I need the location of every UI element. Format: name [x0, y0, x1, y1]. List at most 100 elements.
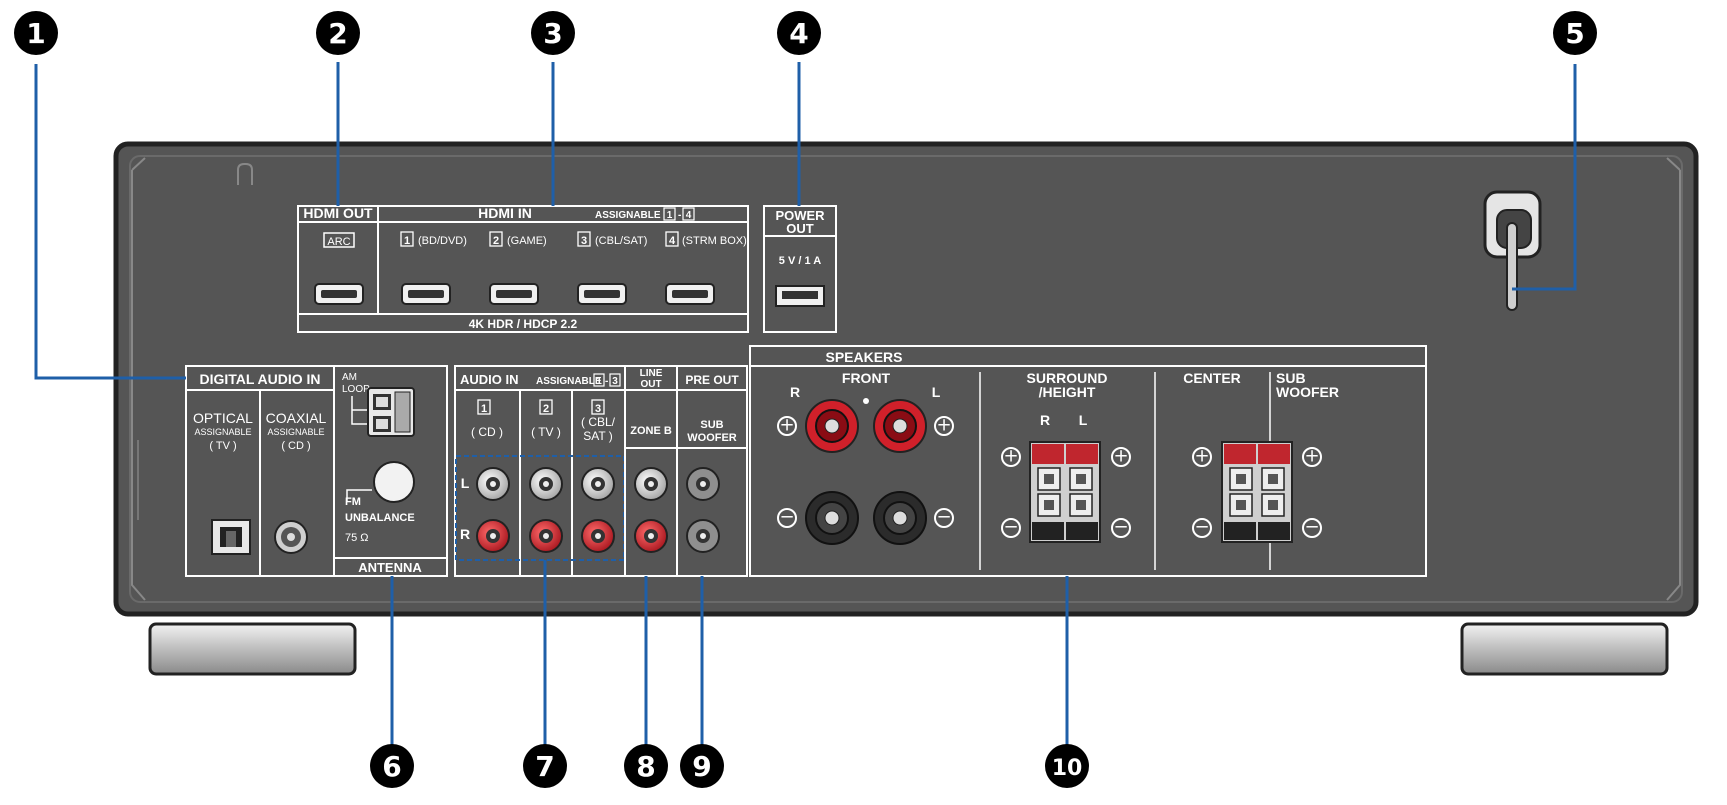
coaxial-source: ( CD ) — [281, 440, 310, 452]
audio-in-2-l-jack[interactable] — [529, 467, 563, 501]
fm-ohm-label: 75 Ω — [345, 532, 369, 544]
zone-b-l-jack[interactable] — [634, 467, 668, 501]
audio-in-1-r-jack[interactable] — [476, 519, 510, 553]
audio-in-3-source: ( CBL/ — [581, 415, 616, 429]
surround-plus-left-symbol: + — [1001, 446, 1021, 467]
pre-out-sub-line2: WOOFER — [687, 432, 737, 444]
hdmi-in-1-name: (BD/DVD) — [418, 235, 467, 247]
plus-sign: + — [1304, 446, 1319, 467]
pre-out-section: PRE OUT SUB WOOFER — [676, 365, 748, 577]
center-sub-terminal-block[interactable] — [1221, 441, 1293, 543]
callout-4-number: 4 — [789, 17, 808, 50]
audio-in-2-source: ( TV ) — [531, 425, 561, 439]
audio-in-2-r-jack[interactable] — [529, 519, 563, 553]
zone-b-r-jack[interactable] — [634, 519, 668, 553]
audio-in-1-l-jack[interactable] — [476, 467, 510, 501]
callout-4: 4 — [777, 11, 821, 55]
power-cord — [1483, 190, 1542, 311]
surround-terminal-block[interactable] — [1029, 441, 1101, 543]
hdmi-range-start: 1 — [667, 210, 673, 221]
fm-unbalance-label: UNBALANCE — [345, 512, 415, 524]
hdmi-in-port-1[interactable]: 1 (BD/DVD) — [400, 231, 467, 305]
callout-2-number: 2 — [328, 17, 347, 50]
coaxial-port[interactable] — [274, 520, 308, 554]
hdmi-out-port[interactable] — [314, 283, 364, 305]
callout-lines — [34, 62, 1577, 748]
plus-sign: + — [1194, 446, 1209, 467]
am-loop-terminal[interactable] — [367, 387, 415, 437]
pre-out-box — [676, 365, 748, 577]
minus-sign: − — [1194, 517, 1209, 538]
surround-r-label: R — [1040, 412, 1050, 428]
center-plus-symbol: + — [1192, 446, 1212, 467]
callout-6-number: 6 — [382, 750, 401, 783]
callout-8: 8 — [624, 744, 668, 788]
front-l-minus-terminal[interactable] — [873, 491, 927, 545]
subwoofer-out-jack-2[interactable] — [686, 519, 720, 553]
callout-3-number: 3 — [543, 17, 562, 50]
surround-minus-left-symbol: − — [1001, 517, 1021, 538]
callout-3: 3 — [531, 11, 575, 55]
surround-plus-right-symbol: + — [1111, 446, 1131, 467]
usb-power-port[interactable] — [775, 285, 825, 307]
hdmi-in-title: HDMI IN — [478, 205, 532, 221]
audio-in-r-label: R — [460, 526, 470, 542]
optical-port[interactable] — [211, 519, 251, 555]
callout-6: 6 — [370, 744, 414, 788]
coaxial-label: COAXIAL — [266, 410, 327, 426]
front-plus-r-symbol: + — [777, 415, 797, 436]
right-foot — [1460, 622, 1669, 676]
audio-in-assignable: ASSIGNABLE — [536, 376, 602, 387]
callout-line-5 — [1512, 64, 1577, 291]
callout-9: 9 — [680, 744, 724, 788]
minus-sign: − — [779, 507, 794, 528]
audio-in-2-number: 2 — [543, 403, 549, 415]
hdmi-in-3-number: 3 — [581, 235, 587, 247]
callout-10: 10 — [1045, 744, 1089, 788]
power-out-section: POWER OUT 5 V / 1 A — [763, 205, 837, 333]
callout-8-number: 8 — [636, 750, 655, 783]
audio-in-range-end: 3 — [612, 376, 618, 387]
speaker-woofer-label: WOOFER — [1276, 384, 1339, 400]
optical-assignable: ASSIGNABLE — [194, 427, 251, 437]
line-out-section: LINE OUT ZONE B — [624, 365, 678, 577]
zone-b-label: ZONE B — [630, 425, 672, 437]
digital-audio-title: DIGITAL AUDIO IN — [199, 371, 320, 387]
hdmi-out-title: HDMI OUT — [303, 205, 373, 221]
hdmi-in-4-name: (STRM BOX) — [682, 235, 747, 247]
line-out-line1: LINE — [640, 368, 663, 379]
hdmi-in-2-name: (GAME) — [507, 235, 547, 247]
audio-in-3-l-jack[interactable] — [581, 467, 615, 501]
front-l-plus-terminal[interactable] — [873, 399, 927, 453]
front-minus-l-symbol: − — [934, 507, 954, 528]
audio-in-title: AUDIO IN — [460, 372, 519, 387]
power-out-rating: 5 V / 1 A — [779, 255, 821, 267]
front-r-minus-terminal[interactable] — [805, 491, 859, 545]
antenna-title: ANTENNA — [358, 560, 422, 575]
callout-2: 2 — [316, 11, 360, 55]
plus-sign: + — [1003, 446, 1018, 467]
hdmi-in-port-2[interactable]: 2 (GAME) — [489, 231, 547, 305]
front-r-plus-terminal[interactable] — [805, 399, 859, 453]
hdmi-range-end: 4 — [686, 210, 692, 221]
callout-10-number: 10 — [1052, 756, 1083, 781]
speakers-box — [749, 345, 1427, 577]
subwoofer-out-jack-1[interactable] — [686, 467, 720, 501]
fm-antenna-jack[interactable] — [373, 461, 415, 503]
audio-in-3-r-jack[interactable] — [581, 519, 615, 553]
am-label: AM — [342, 372, 357, 383]
power-out-line2: OUT — [786, 221, 814, 236]
front-r-label: R — [790, 384, 800, 400]
hdmi-in-port-3[interactable]: 3 (CBL/SAT) — [577, 231, 647, 305]
callout-7-number: 7 — [535, 750, 554, 783]
hdmi-in-1-number: 1 — [404, 235, 410, 247]
hdmi-assignable-label: ASSIGNABLE — [595, 210, 661, 221]
minus-sign: − — [1003, 517, 1018, 538]
hdmi-in-port-4[interactable]: 4 (STRM BOX) — [665, 231, 747, 305]
hdmi-in-2-number: 2 — [493, 235, 499, 247]
coaxial-assignable: ASSIGNABLE — [267, 427, 324, 437]
minus-sign: − — [936, 507, 951, 528]
minus-sign: − — [1113, 517, 1128, 538]
front-label: FRONT — [842, 370, 891, 386]
plus-sign: + — [936, 415, 951, 436]
